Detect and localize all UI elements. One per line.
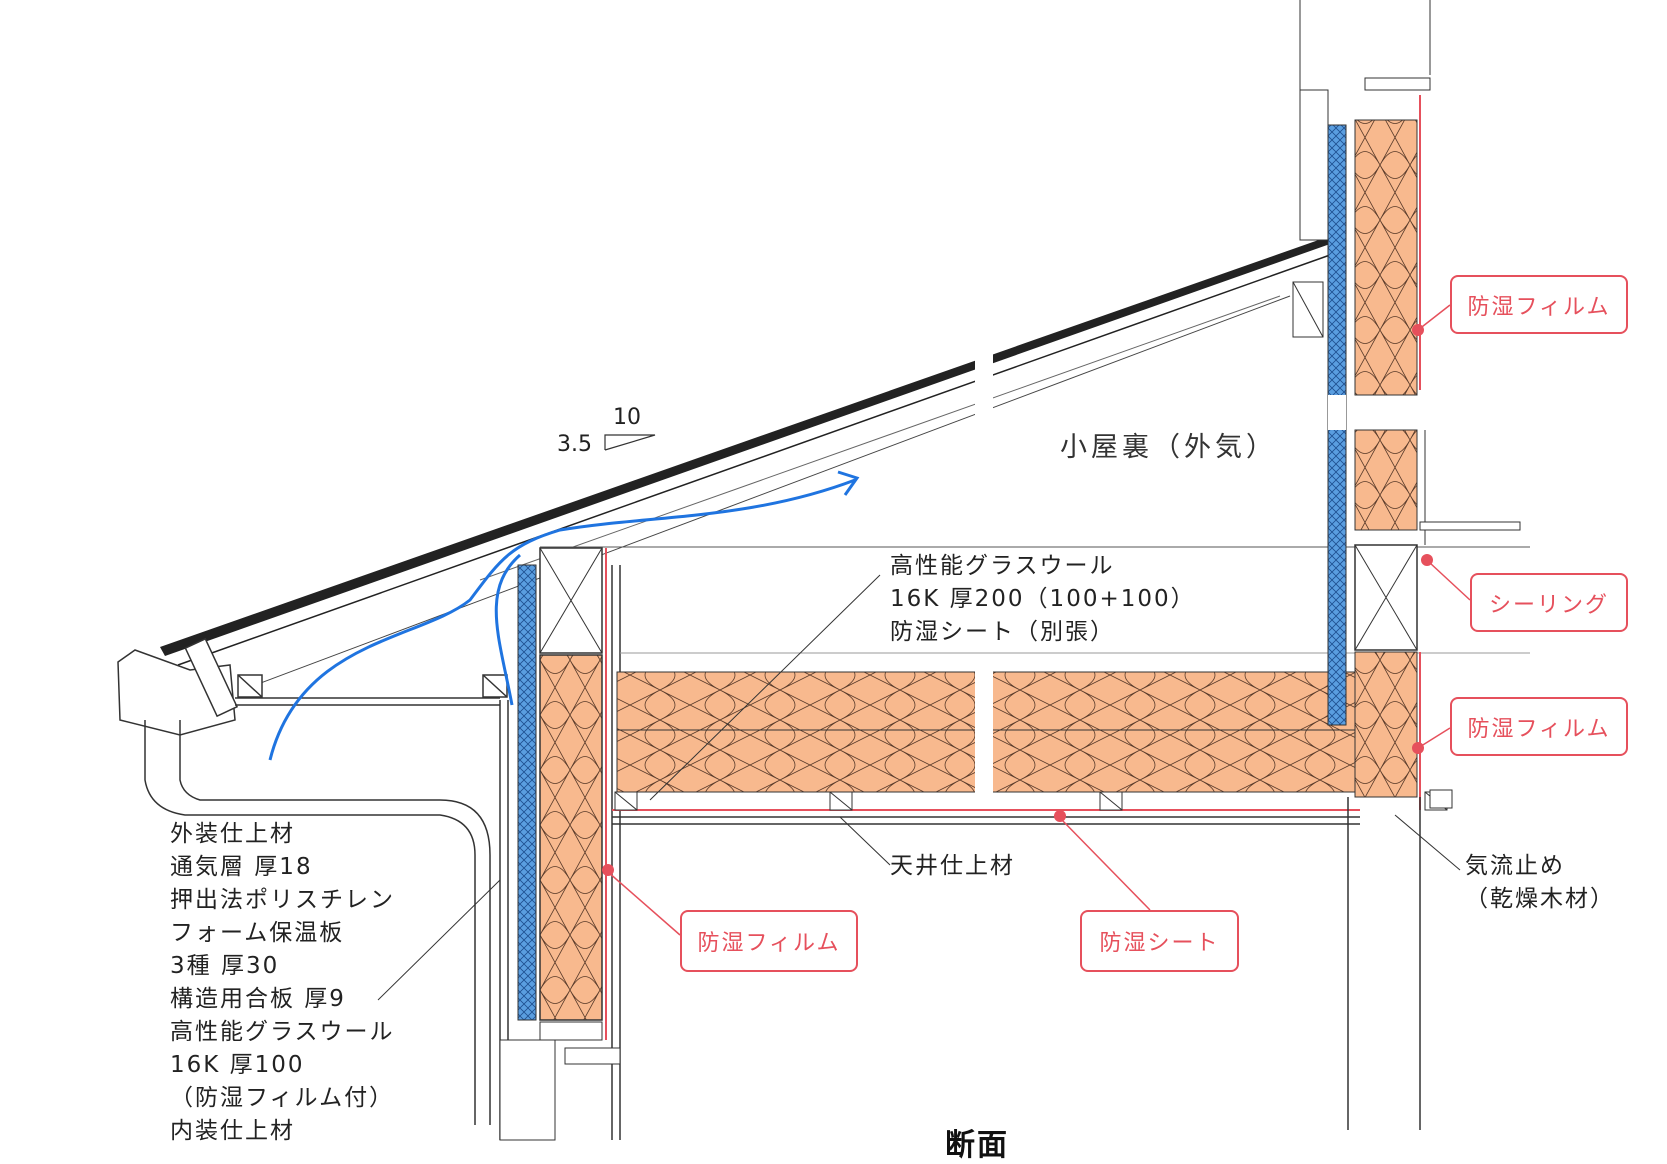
leader-lines <box>377 574 1461 1001</box>
slope-indicator <box>604 434 656 451</box>
wall-layer-8: 16K 厚100 <box>170 1052 305 1078</box>
airflow-stop-line-2: （乾燥木材） <box>1465 886 1615 912</box>
drawing-title: 断面 <box>945 1128 1009 1163</box>
wall-layer-2: 通気層 厚18 <box>170 854 313 880</box>
wall-layer-6: 構造用合板 厚9 <box>170 986 346 1012</box>
callout-film-right: 防湿フィルム <box>1450 697 1628 756</box>
roof <box>160 236 1331 688</box>
ceiling-insulation <box>540 546 1530 825</box>
wall-layer-9: （防湿フィルム付） <box>170 1085 395 1111</box>
callout-sheet: 防湿シート <box>1080 910 1239 972</box>
right-wall <box>1292 0 1521 1130</box>
ceiling-line-3: 防湿シート（別張） <box>890 619 1115 645</box>
callout-lines <box>607 304 1471 936</box>
ceiling-line-2: 16K 厚200（100+100） <box>890 586 1196 612</box>
airflow-stop-line-1: 気流止め <box>1465 853 1565 879</box>
airflow-stop-label: 気流止め （乾燥木材） <box>1465 850 1615 916</box>
wall-layer-5: 3種 厚30 <box>170 953 280 979</box>
wall-layer-3: 押出法ポリスチレン <box>170 887 395 913</box>
callout-film-wall: 防湿フィルム <box>680 910 858 972</box>
wall-layer-1: 外装仕上材 <box>170 821 295 847</box>
gutter <box>117 637 491 1125</box>
wall-layer-7: 高性能グラスウール <box>170 1019 395 1045</box>
callout-sealing: シーリング <box>1470 573 1628 632</box>
ceiling-finish-label: 天井仕上材 <box>890 853 1015 879</box>
callout-film-top: 防湿フィルム <box>1450 275 1628 334</box>
airflow-arrow <box>268 470 860 761</box>
slope-rise: 3.5 <box>557 432 592 457</box>
ceiling-insulation-label: 高性能グラスウール 16K 厚200（100+100） 防湿シート（別張） <box>890 550 1196 649</box>
wall-layer-10: 内装仕上材 <box>170 1118 295 1144</box>
attic-label: 小屋裏（外気） <box>1060 432 1277 463</box>
slope-run: 10 <box>613 405 641 430</box>
left-wall <box>499 547 621 1141</box>
callout-dots <box>602 324 1433 876</box>
ceiling-line-1: 高性能グラスウール <box>890 553 1115 579</box>
soffit <box>235 674 508 706</box>
wall-layer-4: フォーム保温板 <box>170 920 345 946</box>
wall-layers-label: 外装仕上材 通気層 厚18 押出法ポリスチレン フォーム保温板 3種 厚30 構… <box>170 818 395 1148</box>
